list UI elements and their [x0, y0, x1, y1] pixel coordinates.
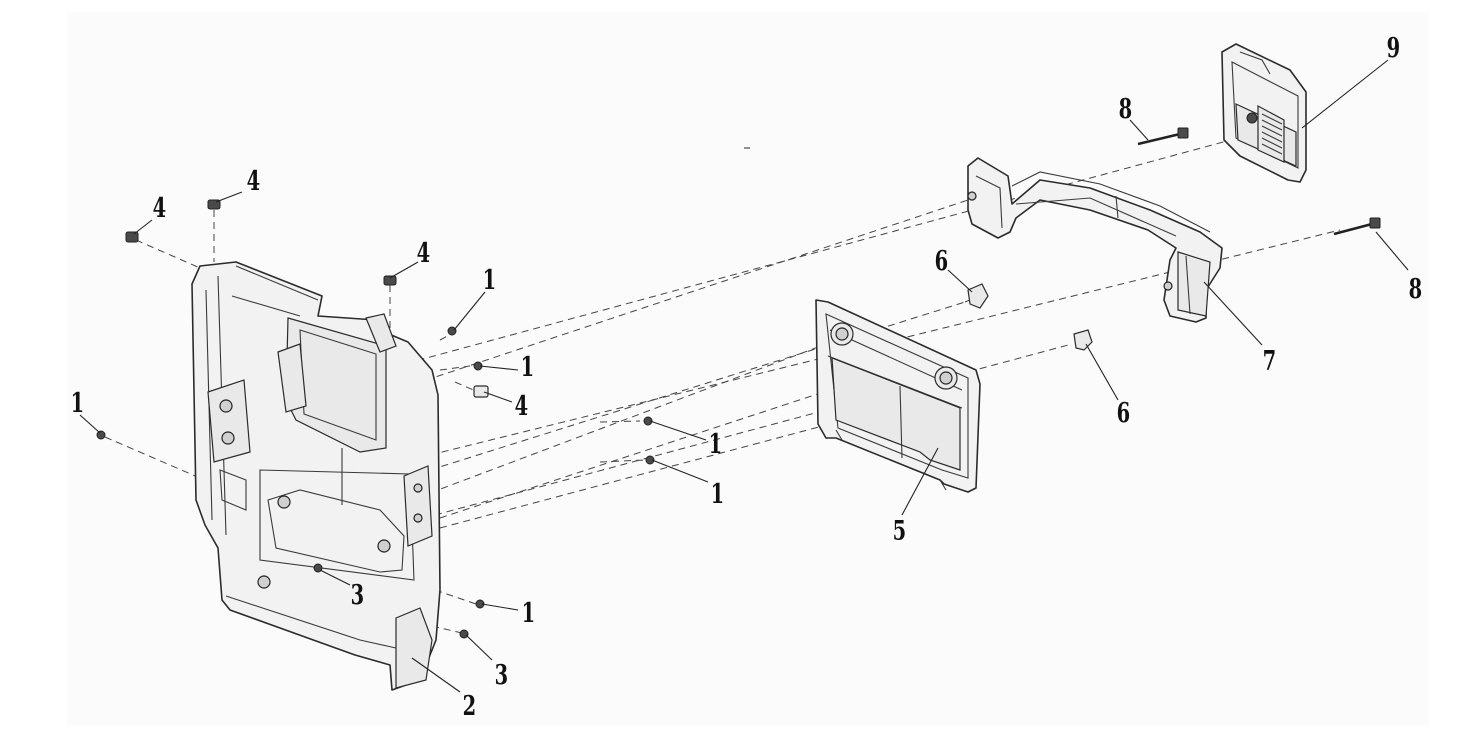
callout-3-inner: 3 — [351, 579, 365, 611]
callout-3-outer: 3 — [495, 659, 509, 691]
left-cover-panel — [191, 261, 441, 691]
callout-numbers: 1 1 1 1 1 1 2 3 3 4 4 4 4 5 6 6 7 8 8 9 — [71, 32, 1423, 722]
callout-1-mid-a: 1 — [709, 428, 723, 460]
callout-4-top-left: 4 — [247, 165, 261, 197]
callout-1-left: 1 — [71, 387, 85, 419]
callout-4-far-left: 4 — [153, 192, 167, 224]
callout-leaders — [79, 59, 1409, 693]
callout-8-right: 8 — [1409, 273, 1423, 305]
callout-6-lower: 6 — [1117, 397, 1131, 429]
callout-5: 5 — [893, 515, 907, 547]
front-panel — [815, 299, 981, 493]
callout-2: 2 — [463, 690, 477, 722]
callout-8-upper: 8 — [1119, 93, 1133, 125]
callout-9: 9 — [1387, 32, 1401, 64]
callout-4-mid: 4 — [515, 390, 529, 422]
callout-1-top: 1 — [483, 264, 497, 296]
callout-4-top-right: 4 — [417, 237, 431, 269]
callout-1-mid-b: 1 — [711, 478, 725, 510]
carry-handle — [967, 157, 1223, 323]
callout-6-upper: 6 — [935, 245, 949, 277]
fasteners — [96, 127, 1381, 639]
callout-1-upper-mid: 1 — [521, 351, 535, 383]
callout-1-bottom: 1 — [522, 597, 536, 629]
rear-cover — [1221, 43, 1307, 183]
callout-7: 7 — [1263, 345, 1277, 377]
